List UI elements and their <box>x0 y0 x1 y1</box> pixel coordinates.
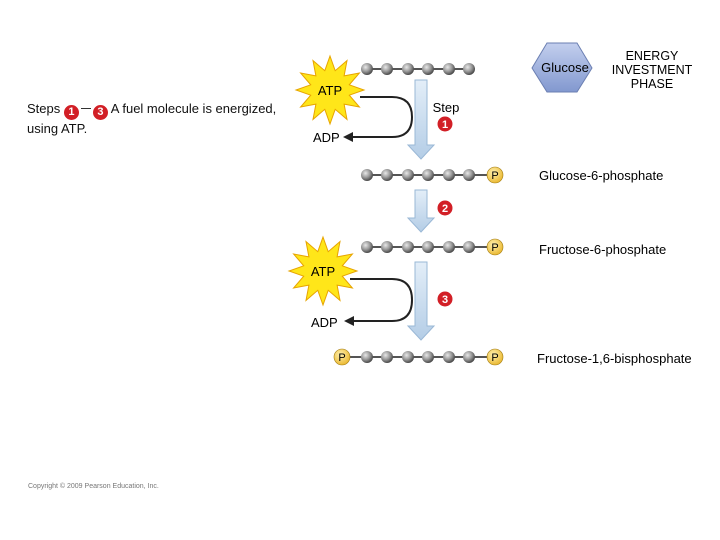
phosphate-label-f16bp-left: P <box>338 352 345 364</box>
fructose-6-phosphate-chain <box>361 239 503 255</box>
down-arrow-step2 <box>408 190 434 232</box>
step-badge-3-number: 3 <box>442 294 448 306</box>
intro-step-badge-last: 3 <box>93 105 108 120</box>
phase-title-line1: ENERGY <box>626 49 679 63</box>
phase-title-line3: PHASE <box>631 77 673 91</box>
step-badge-1-number: 1 <box>442 119 448 131</box>
phase-title-line2: INVESTMENT <box>612 63 693 77</box>
step-badge-2-number: 2 <box>442 203 448 215</box>
intro-text-after: A fuel molecule is energized, <box>111 101 276 116</box>
intro-step-badge-first: 1 <box>64 105 79 120</box>
g6p-label: Glucose-6-phosphate <box>539 168 663 183</box>
adp-label-1: ADP <box>313 130 340 145</box>
glucose-chain <box>361 63 475 75</box>
fructose-1-6-bisphosphate-chain <box>334 349 503 365</box>
intro-dash <box>81 108 91 109</box>
phosphate-label-f16bp-right: P <box>491 352 498 364</box>
atp-label-1: ATP <box>318 83 342 98</box>
step-badge-3: 3 <box>438 292 453 307</box>
step-word: Step <box>433 100 460 115</box>
step-badge-1: 1 <box>438 117 453 132</box>
intro-steps-word: Steps <box>27 101 60 116</box>
f16bp-label: Fructose-1,6-bisphosphate <box>537 351 692 366</box>
phosphate-label-g6p: P <box>491 170 498 182</box>
f6p-label: Fructose-6-phosphate <box>539 242 666 257</box>
glucose-6-phosphate-chain <box>361 167 503 183</box>
glucose-label: Glucose <box>541 60 589 75</box>
copyright-notice: Copyright © 2009 Pearson Education, Inc. <box>28 483 159 490</box>
step-badge-2: 2 <box>438 201 453 216</box>
phosphate-label-f6p: P <box>491 242 498 254</box>
atp-to-adp-arrow-3 <box>346 279 412 321</box>
intro-line2: using ATP. <box>27 121 87 136</box>
adp-label-3: ADP <box>311 315 338 330</box>
atp-label-3: ATP <box>311 264 335 279</box>
